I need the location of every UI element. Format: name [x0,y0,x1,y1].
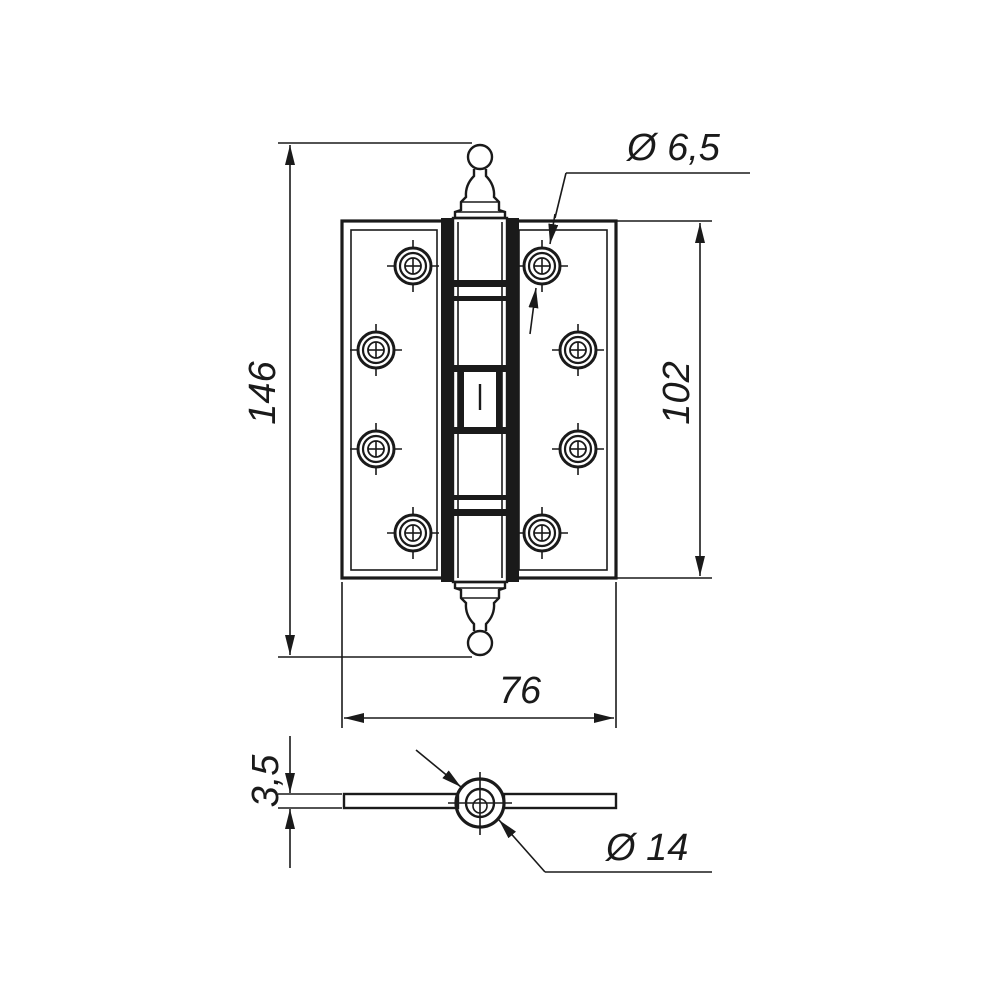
hinge-side-view [342,772,618,835]
screw-hole [387,507,439,559]
top-finial [453,143,507,220]
screw-hole [516,507,568,559]
dimension-leaf-height: 102 [612,220,712,579]
hinge-knuckle [441,216,519,584]
dimension-width: 76 [341,582,617,728]
screw-hole [350,423,402,475]
screw-hole [516,240,568,292]
dimension-thickness: 3,5 [245,736,342,868]
dimension-knuckle-diameter: Ø 14 [415,749,712,873]
screw-hole [387,240,439,292]
screw-hole [350,324,402,376]
dimension-label-76: 76 [499,670,542,712]
dimension-label-thickness: 3,5 [245,754,287,808]
dimension-label-102: 102 [656,361,698,424]
dimension-label-knuckle-diameter: Ø 14 [604,827,688,869]
bottom-finial [453,580,507,657]
dimension-label-146: 146 [242,360,284,424]
screw-hole [552,423,604,475]
dimension-overall-height: 146 [242,142,472,658]
hinge-front-view [340,143,618,657]
screw-hole [552,324,604,376]
dimension-label-hole-diameter: Ø 6,5 [625,127,721,169]
screw-holes [350,240,604,559]
dimension-hole-diameter: Ø 6,5 [528,127,750,335]
